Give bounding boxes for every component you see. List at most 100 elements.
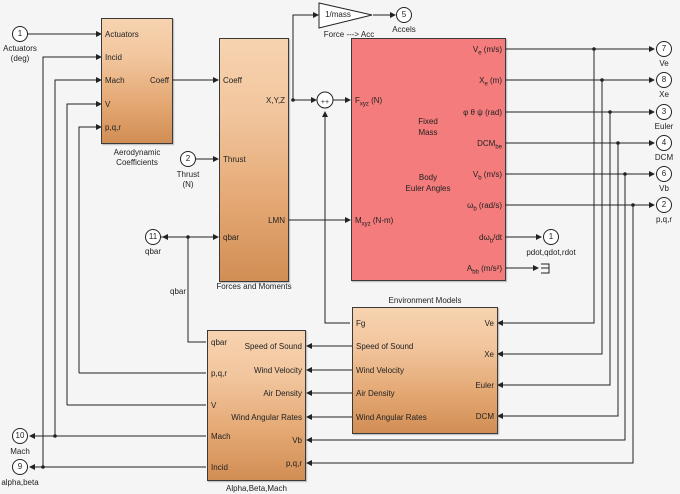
wire-mach bbox=[54, 77, 102, 436]
eom-out-vb: Vb (m/s) bbox=[473, 170, 502, 184]
outport-xe-label: Xe bbox=[659, 90, 669, 99]
port-rest: (m/s²) bbox=[478, 264, 502, 273]
outport-mach-label: Mach bbox=[10, 447, 30, 456]
outport-mach[interactable]: 10 bbox=[12, 428, 28, 444]
wire-vb-abm bbox=[306, 174, 626, 443]
port-main: V bbox=[472, 170, 479, 179]
eom-out-xe: Xe (m) bbox=[479, 76, 502, 90]
inport-actuators[interactable]: 1 bbox=[12, 26, 28, 42]
abm-windvel: Wind Velocity bbox=[253, 366, 302, 375]
outport-xe[interactable]: 8 bbox=[656, 72, 672, 88]
outport-pdot[interactable]: 1 bbox=[543, 229, 559, 245]
port-rest: (m) bbox=[487, 76, 502, 85]
forces-moments-block[interactable]: Coeff Thrust qbar X,Y,Z LMN bbox=[219, 38, 289, 282]
env-out-euler: Euler bbox=[475, 381, 494, 390]
forces-in-coeff: Coeff bbox=[223, 76, 242, 85]
gain-label: Force ---> Acc bbox=[323, 30, 375, 39]
port-rest: (m/s) bbox=[481, 170, 502, 179]
outport-vb-label: Vb bbox=[659, 184, 669, 193]
env-out-ve: Ve bbox=[484, 319, 494, 328]
forces-title: Forces and Moments bbox=[216, 282, 292, 291]
outport-dcm-label: DCM bbox=[654, 153, 674, 162]
port-sub: e bbox=[484, 81, 488, 88]
outport-alpha-beta[interactable]: 9 bbox=[12, 459, 28, 475]
env-in-fg: Fg bbox=[356, 319, 366, 328]
outport-dcm[interactable]: 4 bbox=[656, 135, 672, 151]
outport-pqr[interactable]: 2 bbox=[656, 197, 672, 213]
abm-v: V bbox=[211, 401, 217, 410]
forces-in-qbar: qbar bbox=[223, 233, 240, 242]
abm-pqr-in: p,q,r bbox=[211, 369, 228, 378]
port-main: DCM bbox=[477, 139, 496, 148]
aero-in-pqr: p,q,r bbox=[105, 123, 122, 132]
env-out-xe: Xe bbox=[484, 350, 494, 359]
wire-label-qbar: qbar bbox=[170, 287, 187, 296]
title-line: Coefficients bbox=[116, 158, 158, 167]
env-title: Environment Models bbox=[388, 296, 462, 305]
eom-out-dwb: dωb/dt bbox=[479, 233, 502, 247]
outport-accels[interactable]: 5 bbox=[396, 7, 412, 23]
aero-out-coeff: Coeff bbox=[150, 76, 169, 85]
port-main: M bbox=[355, 216, 362, 225]
wire-xyz-gain bbox=[292, 12, 319, 100]
port-sub: b bbox=[478, 175, 482, 182]
port-sub: xyz bbox=[359, 101, 369, 108]
forces-in-thrust: Thrust bbox=[223, 155, 246, 164]
inport-thrust[interactable]: 2 bbox=[180, 151, 196, 167]
env-in-sos: Speed of Sound bbox=[356, 342, 414, 351]
abm-vb: Vb bbox=[292, 436, 302, 445]
abm-windrates: Wind Angular Rates bbox=[231, 413, 302, 422]
port-main: F bbox=[355, 96, 360, 105]
label-line: Fixed bbox=[418, 117, 438, 126]
label-line: Mass bbox=[418, 128, 438, 137]
port-sub: be bbox=[495, 144, 502, 151]
port-sub: e bbox=[478, 50, 482, 57]
eom-in-mxyz: Mxyz (N-m) bbox=[355, 216, 393, 230]
environment-models-block[interactable]: Fg Speed of Sound Wind Velocity Air Dens… bbox=[352, 307, 498, 434]
eom-out-abb: Abb (m/s²) bbox=[467, 264, 502, 278]
wire-xe-env bbox=[497, 80, 603, 357]
abm-pqr-out: p,q,r bbox=[285, 459, 302, 468]
outport-euler[interactable]: 3 bbox=[656, 104, 672, 120]
abm-incid: Incid bbox=[211, 463, 228, 472]
sum-signs: ++ bbox=[320, 99, 330, 106]
eom-out-euler: φ θ ψ (rad) bbox=[463, 108, 502, 118]
aero-coefficients-block[interactable]: Actuators Incid Mach V p,q,r Coeff bbox=[101, 18, 173, 144]
abm-mach: Mach bbox=[211, 432, 231, 441]
sum-block bbox=[316, 91, 334, 109]
wire-fg-sum bbox=[322, 111, 350, 324]
port-sub: xyz bbox=[361, 221, 371, 228]
outport-qbar[interactable]: 11 bbox=[145, 229, 161, 245]
outport-ve[interactable]: 7 bbox=[656, 41, 672, 57]
outport-pdot-label: pdot,qdot,rdot bbox=[526, 248, 576, 257]
aero-in-mach: Mach bbox=[105, 76, 125, 85]
six-dof-eom-block[interactable]: Fxyz (N) Mxyz (N-m) Ve (m/s) Xe (m) φ θ … bbox=[351, 38, 506, 281]
outport-qbar-label: qbar bbox=[144, 247, 162, 256]
port-main: ω bbox=[467, 201, 474, 210]
label-line: (N) bbox=[182, 180, 194, 189]
aero-in-v: V bbox=[105, 100, 111, 109]
outport-accels-label: Accels bbox=[392, 25, 416, 34]
wire-ve-env bbox=[497, 49, 595, 326]
inport-thrust-label: Thrust(N) bbox=[177, 170, 200, 190]
port-main: φ θ ψ (rad) bbox=[463, 108, 502, 117]
title-line: Aerodynamic bbox=[113, 148, 161, 157]
label-line: Body bbox=[418, 173, 438, 182]
port-main: X bbox=[479, 76, 485, 85]
wire-pqr-aero bbox=[78, 124, 102, 373]
outport-pqr-label: p,q,r bbox=[655, 215, 673, 224]
eom-out-ve: Ve (m/s) bbox=[473, 45, 502, 59]
label-line: (deg) bbox=[10, 54, 30, 63]
env-in-airdens: Air Density bbox=[356, 389, 395, 398]
alpha-beta-mach-block[interactable]: qbar p,q,r V Mach Incid Speed of Sound W… bbox=[207, 330, 306, 481]
outport-vb[interactable]: 6 bbox=[656, 166, 672, 182]
gain-block bbox=[318, 2, 373, 29]
label-line: Thrust bbox=[176, 170, 200, 179]
port-sub: b bbox=[489, 238, 494, 245]
port-main: A bbox=[466, 264, 473, 273]
label-line: Actuators bbox=[3, 44, 37, 53]
